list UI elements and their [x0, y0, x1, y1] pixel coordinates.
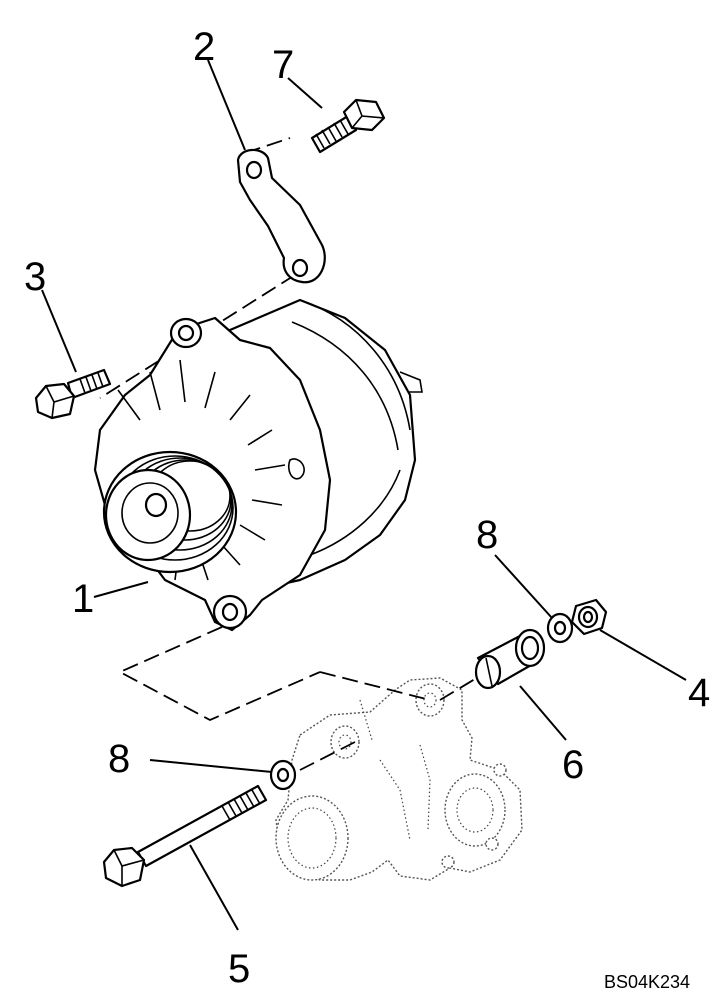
callout-numbers: 2 7 3 1 8 4 6 8 5 — [24, 25, 710, 991]
washer-upper — [546, 612, 574, 644]
callout-6: 6 — [562, 743, 584, 787]
alternator — [93, 298, 423, 632]
callout-1: 1 — [72, 577, 94, 621]
bolt-5 — [102, 784, 268, 888]
callout-3: 3 — [24, 255, 46, 299]
callout-7: 7 — [272, 43, 294, 87]
callout-8-upper: 8 — [476, 513, 498, 557]
sleeve-bushing — [474, 628, 546, 690]
callout-4: 4 — [688, 671, 710, 715]
callout-8-lower: 8 — [108, 737, 130, 781]
mounting-bracket — [275, 677, 523, 881]
callout-5: 5 — [228, 947, 250, 991]
bolt-7 — [310, 98, 386, 154]
bolt-3 — [34, 368, 112, 420]
nut — [570, 598, 608, 636]
leader-lines — [41, 59, 687, 931]
washer-lower — [269, 759, 297, 791]
reference-code: BS04K234 — [604, 972, 690, 992]
link-strap — [236, 148, 326, 284]
callout-2: 2 — [193, 25, 215, 69]
